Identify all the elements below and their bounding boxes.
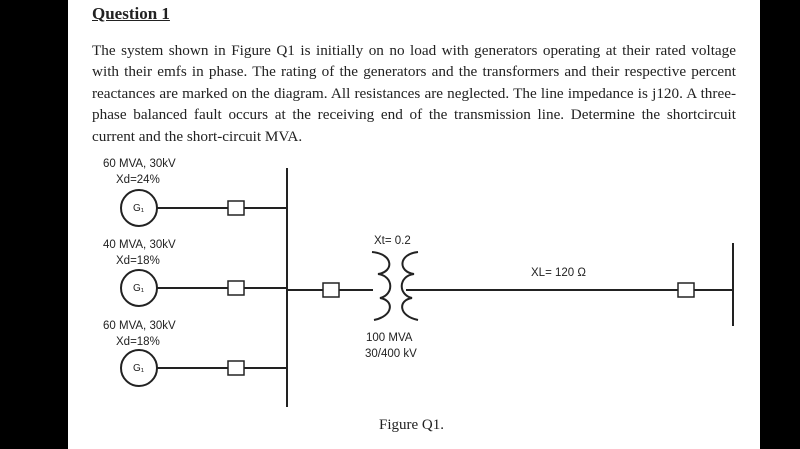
transformer-voltage: 30/400 kV (365, 348, 417, 360)
document-page (68, 0, 760, 449)
breaker-g3 (227, 360, 245, 376)
generator-2-symbol: G₁ (133, 283, 145, 294)
figure-caption: Figure Q1. (379, 417, 444, 433)
breaker-line (677, 282, 695, 298)
generator-3-symbol: G₁ (133, 363, 145, 374)
generator-2-reactance: Xd=18% (116, 255, 160, 267)
question-text: The system shown in Figure Q1 is initial… (92, 42, 736, 145)
generator-2 (120, 269, 287, 307)
breaker-g2 (227, 280, 245, 296)
generator-3-rating: 60 MVA, 30kV (103, 320, 176, 332)
generator-3-reactance: Xd=18% (116, 336, 160, 348)
question-title: Question 1 (92, 4, 170, 23)
breaker-transformer (322, 282, 340, 298)
transformer-rating: 100 MVA (366, 332, 413, 344)
breaker-g1 (227, 200, 245, 216)
generator-1-rating: 60 MVA, 30kV (103, 158, 176, 170)
line-reactance: XL= 120 Ω (531, 267, 586, 279)
generator-1 (120, 189, 287, 227)
generator-3 (120, 349, 287, 387)
transformer-primary-winding (371, 251, 392, 321)
transformer-secondary-winding (400, 251, 419, 321)
generator-2-rating: 40 MVA, 30kV (103, 239, 176, 251)
generator-1-reactance: Xd=24% (116, 174, 160, 186)
generator-1-symbol: G₁ (133, 203, 145, 214)
transformer-reactance: Xt= 0.2 (374, 235, 411, 247)
